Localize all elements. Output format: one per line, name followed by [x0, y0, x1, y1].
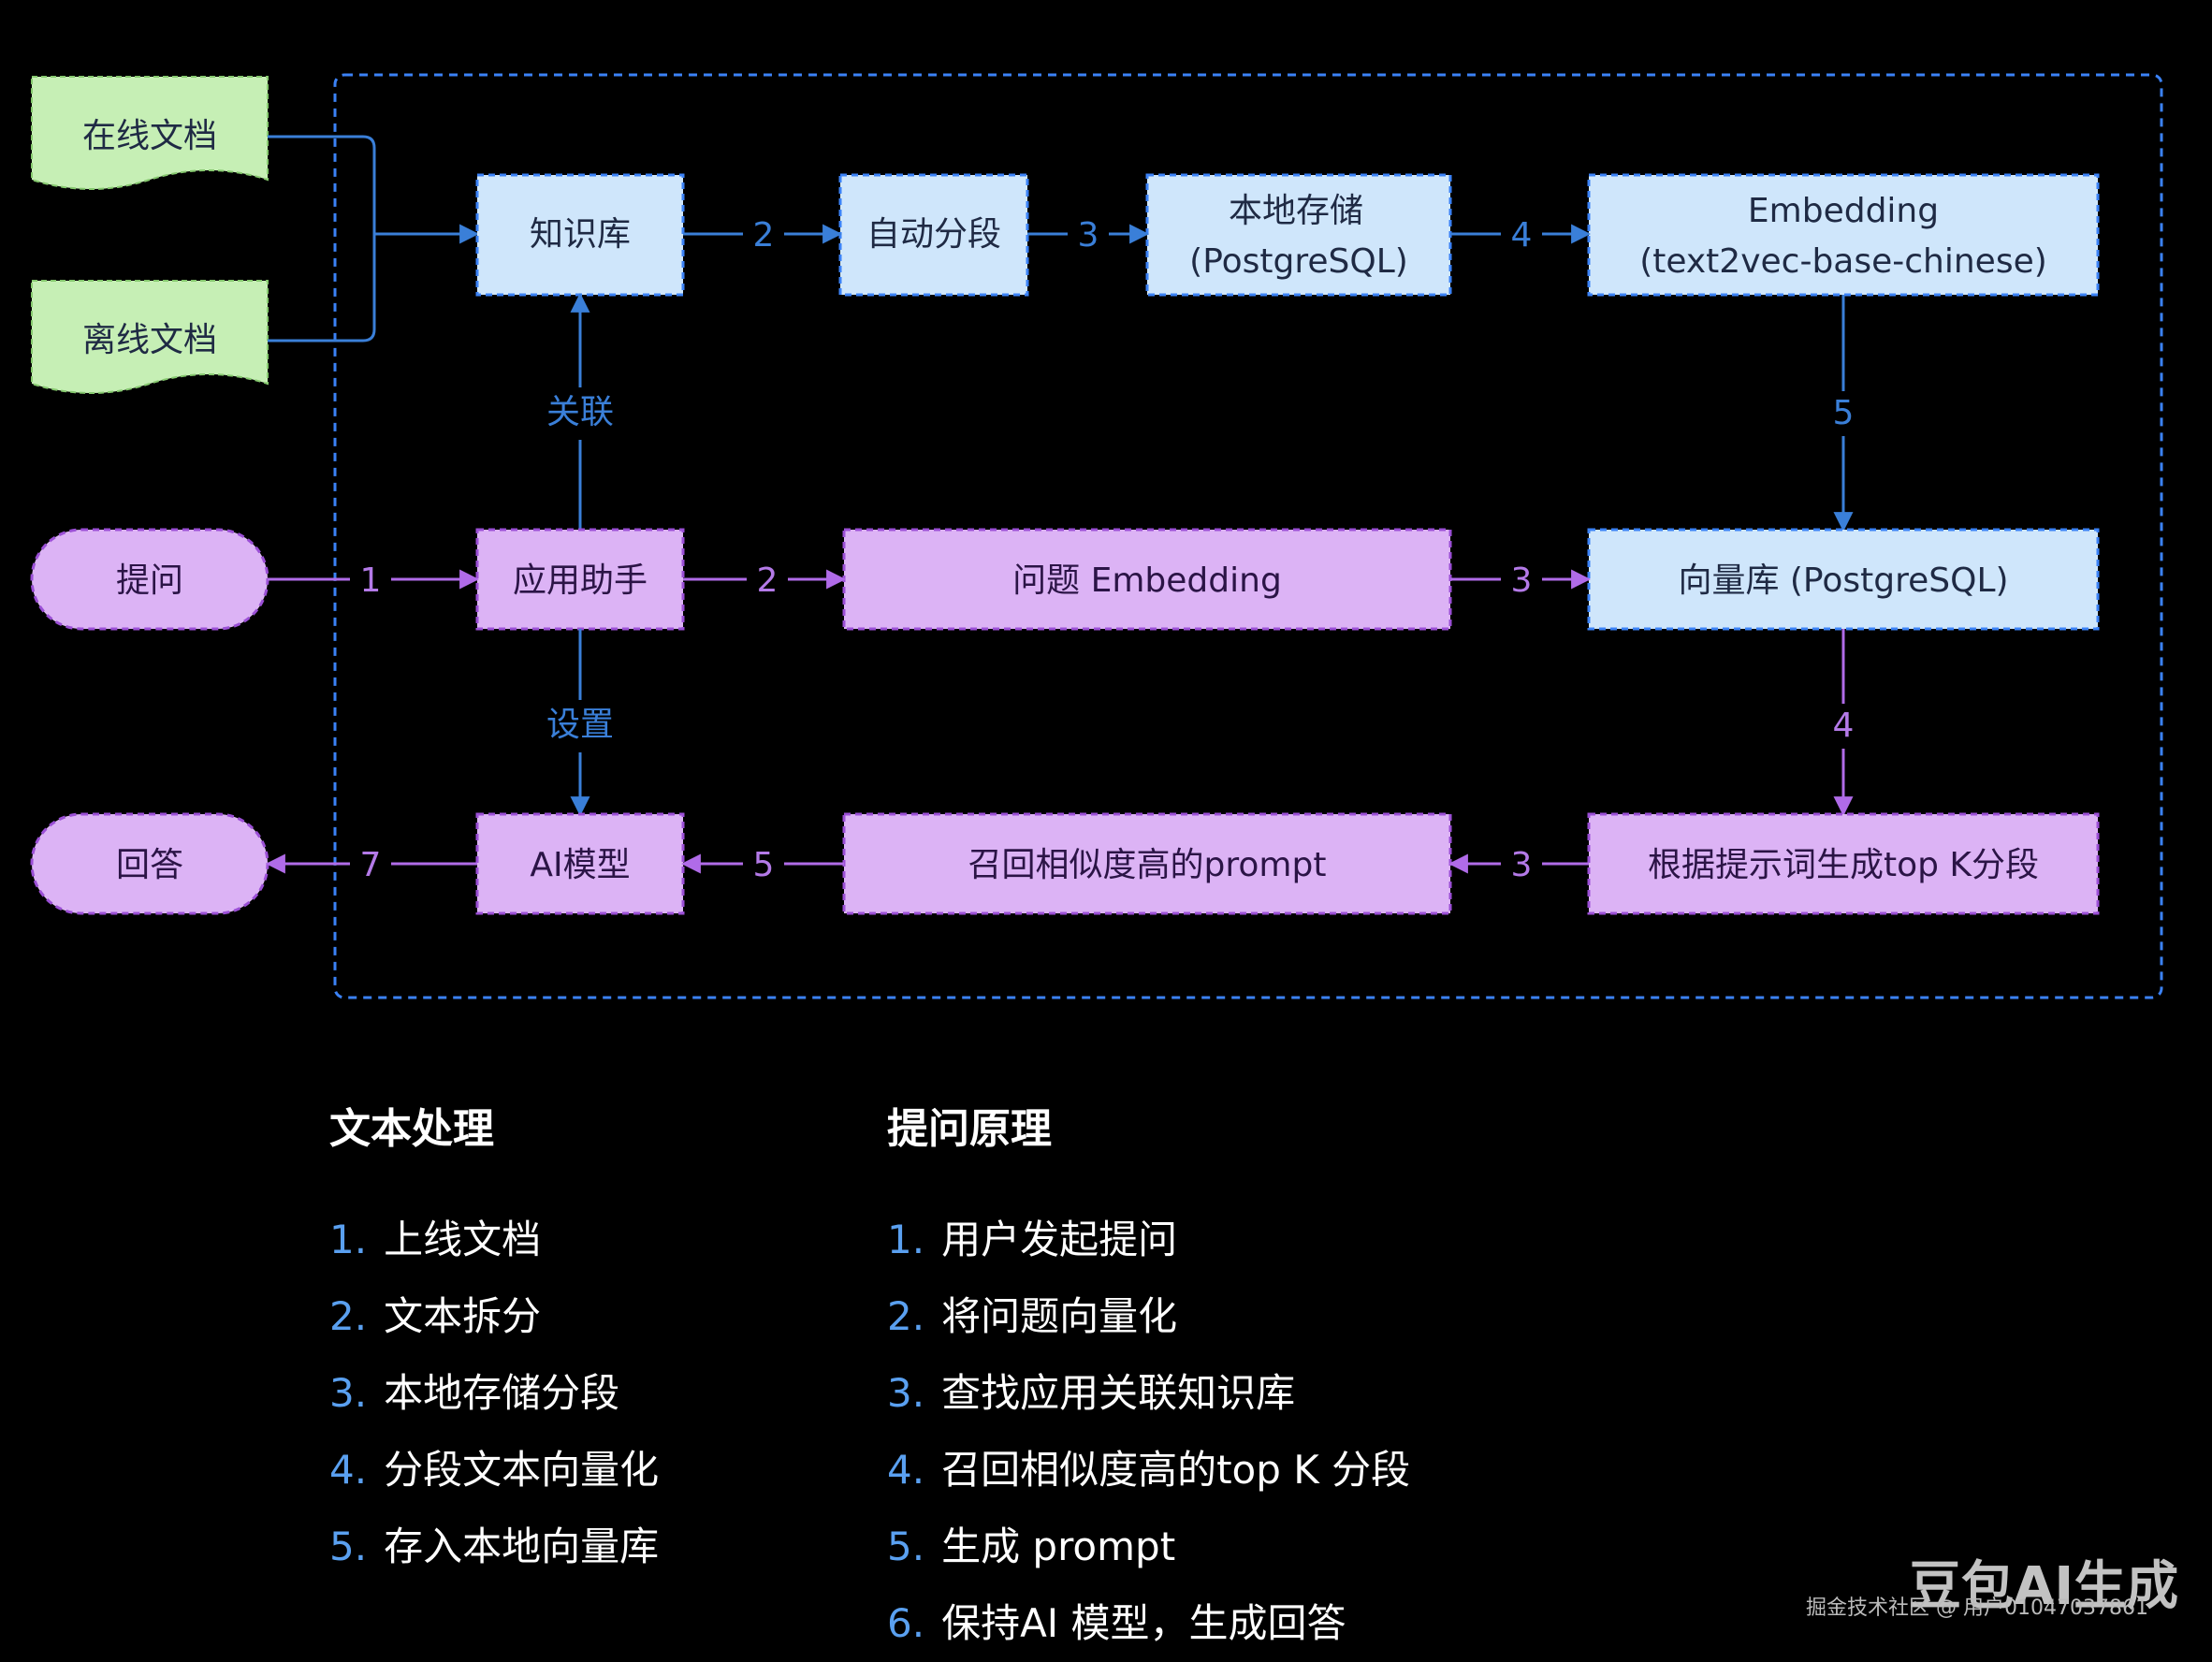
- watermark-logo: 豆包AI生成: [1909, 1556, 2179, 1617]
- embedding-node: Embedding (text2vec-base-chinese): [1587, 173, 2100, 297]
- list-item: 2.文本拆分: [329, 1293, 542, 1339]
- system-boundary: [333, 73, 2163, 999]
- list-item: 1.用户发起提问: [887, 1217, 1178, 1262]
- answer-node: 回答: [30, 812, 269, 915]
- list-item: 3.本地存储分段: [329, 1370, 620, 1416]
- auto-segment-label: 自动分段: [866, 215, 1001, 254]
- storage-to-emb-label: 4: [1511, 216, 1533, 255]
- offline-docs-node: 离线文档: [31, 280, 269, 394]
- kb-to-seg-label: 2: [753, 216, 775, 255]
- question-embedding-node: 问题 Embedding: [842, 528, 1452, 631]
- recall-to-ai-label: 5: [753, 846, 775, 884]
- embedding-label-1: Embedding: [1748, 192, 1939, 230]
- ask-label: 提问: [116, 561, 183, 600]
- question-embedding-label: 问题 Embedding: [1012, 561, 1282, 600]
- list-item: 6.保持AI 模型，生成回答: [887, 1600, 1346, 1646]
- app-assistant-node: 应用助手: [475, 528, 685, 631]
- vector-db-label: 向量库 (PostgreSQL): [1678, 561, 2008, 600]
- question-principle-section: 提问原理 1.用户发起提问 2.将问题向量化 3.查找应用关联知识库 4.召回相…: [887, 1095, 1410, 1662]
- list-item: 5.存入本地向量库: [329, 1524, 660, 1569]
- online-docs-node: 在线文档: [31, 76, 269, 190]
- local-storage-label-2: (PostgreSQL): [1189, 242, 1408, 281]
- setting-label: 设置: [546, 706, 614, 744]
- docs-bracket: [268, 135, 376, 343]
- offline-docs-label: 离线文档: [82, 321, 217, 359]
- seg-to-storage-label: 3: [1078, 216, 1099, 255]
- flow-diagram: 在线文档 离线文档 知识库 自动分段 本地存储 (PostgreSQL) Emb…: [30, 73, 2163, 999]
- local-storage-label-1: 本地存储: [1229, 192, 1363, 230]
- list-item: 3.查找应用关联知识库: [887, 1370, 1296, 1416]
- knowledge-base-label: 知识库: [530, 215, 631, 254]
- list-item: 1.上线文档: [329, 1217, 542, 1262]
- topk-to-recall-label: 3: [1511, 846, 1533, 884]
- embedding-label-2: (text2vec-base-chinese): [1639, 242, 2047, 281]
- qemb-to-vector-label: 3: [1511, 561, 1533, 600]
- ai-model-label: AI模型: [530, 846, 630, 884]
- vector-to-topk-label: 4: [1833, 707, 1855, 745]
- answer-label: 回答: [116, 846, 183, 884]
- auto-segment-node: 自动分段: [838, 173, 1029, 297]
- list-item: 2.将问题向量化: [887, 1293, 1178, 1339]
- ai-model-node: AI模型: [475, 812, 685, 915]
- question-principle-list: 1.用户发起提问 2.将问题向量化 3.查找应用关联知识库 4.召回相似度高的t…: [887, 1202, 1410, 1662]
- text-processing-list: 1.上线文档 2.文本拆分 3.本地存储分段 4.分段文本向量化 5.存入本地向…: [329, 1202, 659, 1585]
- local-storage-node: 本地存储 (PostgreSQL): [1145, 173, 1452, 297]
- emb-to-vector-label: 5: [1833, 394, 1855, 432]
- list-item: 4.召回相似度高的top K 分段: [887, 1447, 1411, 1493]
- ask-to-app-label: 1: [360, 561, 382, 600]
- knowledge-base-node: 知识库: [475, 173, 685, 297]
- online-docs-label: 在线文档: [82, 117, 217, 155]
- topk-segments-node: 根据提示词生成top K分段: [1587, 812, 2100, 915]
- topk-segments-label: 根据提示词生成top K分段: [1648, 846, 2039, 884]
- text-processing-title: 文本处理: [329, 1105, 494, 1153]
- app-assistant-label: 应用助手: [513, 561, 648, 600]
- ask-node: 提问: [30, 528, 269, 631]
- vector-db-node: 向量库 (PostgreSQL): [1587, 528, 2100, 631]
- watermark-text: 掘金技术社区 @ 用户01047037861: [1806, 1596, 2148, 1620]
- link-label: 关联: [546, 393, 614, 431]
- recall-prompt-label: 召回相似度高的prompt: [968, 846, 1327, 884]
- ai-to-answer-label: 7: [360, 846, 382, 884]
- recall-prompt-node: 召回相似度高的prompt: [842, 812, 1452, 915]
- text-processing-section: 文本处理 1.上线文档 2.文本拆分 3.本地存储分段 4.分段文本向量化 5.…: [329, 1095, 659, 1585]
- question-principle-title: 提问原理: [887, 1105, 1052, 1153]
- list-item: 5.生成 prompt: [887, 1524, 1176, 1569]
- list-item: 4.分段文本向量化: [329, 1447, 660, 1493]
- app-to-qemb-label: 2: [757, 561, 779, 600]
